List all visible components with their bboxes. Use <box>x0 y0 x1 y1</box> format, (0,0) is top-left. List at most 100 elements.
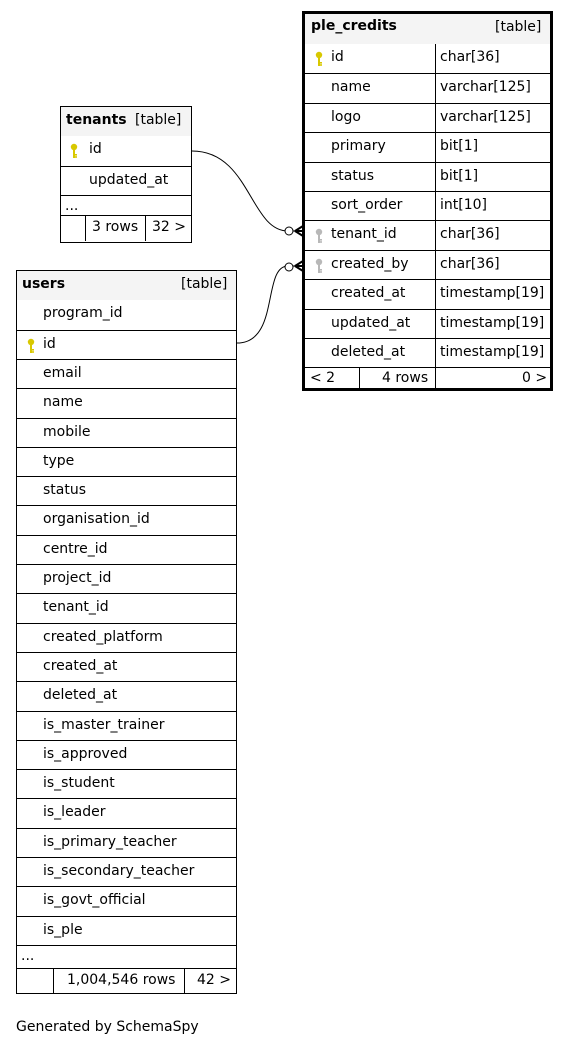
column-name: tenant_id <box>43 599 109 616</box>
column-row[interactable]: id <box>17 329 236 359</box>
column-type: char[36] <box>440 255 500 272</box>
column-row[interactable]: is_leader <box>17 798 236 827</box>
column-name: id <box>89 141 102 158</box>
column-name: deleted_at <box>331 343 406 360</box>
column-row[interactable]: created_by char[36] <box>305 249 550 280</box>
column-name: created_at <box>331 285 406 302</box>
column-name: updated_at <box>89 171 169 188</box>
column-type: char[36] <box>440 49 500 65</box>
children-count[interactable]: 32 > <box>152 219 186 236</box>
column-row[interactable]: created_platform <box>17 622 236 652</box>
column-row[interactable]: updated_at <box>61 165 191 195</box>
column-type: int[10] <box>440 196 487 213</box>
foreign-key-icon <box>314 258 324 274</box>
column-row[interactable]: status <box>17 476 236 505</box>
users-to-ple-credits-edge <box>236 265 304 344</box>
tenants-to-ple-credits-edge <box>191 150 304 232</box>
column-name: is_ple <box>43 921 83 938</box>
column-row[interactable]: program_id <box>17 300 236 329</box>
column-type: varchar[125] <box>440 79 531 96</box>
column-row[interactable]: name <box>17 388 236 417</box>
column-name: is_secondary_teacher <box>43 863 195 880</box>
column-name: is_approved <box>43 745 128 762</box>
row-count: 4 rows <box>382 370 429 387</box>
column-row[interactable]: email <box>17 358 236 388</box>
primary-key-icon <box>69 143 79 159</box>
column-name: project_id <box>43 570 112 587</box>
column-name: created_by <box>331 255 409 272</box>
column-type: timestamp[19] <box>440 285 545 302</box>
table-header: users [table] <box>17 271 236 301</box>
ellipsis: ... <box>65 198 79 215</box>
column-name: is_student <box>43 775 115 792</box>
column-row[interactable]: is_approved <box>17 739 236 769</box>
column-row[interactable]: is_ple <box>17 915 236 945</box>
table-type: [table] <box>135 112 182 128</box>
column-row[interactable]: id <box>61 136 191 165</box>
column-row[interactable]: created_at <box>17 651 236 681</box>
row-count: 3 rows <box>92 219 139 236</box>
column-row[interactable]: is_primary_teacher <box>17 827 236 857</box>
column-name: is_govt_official <box>43 892 146 909</box>
generated-by-text: Generated by SchemaSpy <box>16 1019 199 1035</box>
column-name: program_id <box>43 305 123 322</box>
column-type: varchar[125] <box>440 108 531 125</box>
column-row[interactable]: is_student <box>17 769 236 798</box>
column-row[interactable]: centre_id <box>17 534 236 564</box>
column-name: primary <box>331 138 386 155</box>
column-name: email <box>43 364 82 381</box>
table-header: tenants [table] <box>61 107 191 137</box>
column-name: logo <box>331 108 361 125</box>
table-footer: < 2 4 rows 0 > <box>305 367 550 392</box>
column-name: id <box>43 335 56 352</box>
column-name: is_master_trainer <box>43 716 165 733</box>
column-row[interactable]: logo varchar[125] <box>305 102 550 133</box>
table-header: ple_credits [table] <box>305 14 550 44</box>
column-name: name <box>43 394 83 411</box>
column-name: deleted_at <box>43 687 118 704</box>
table-name: users <box>22 276 66 292</box>
column-name: status <box>331 167 375 184</box>
column-row[interactable]: deleted_at <box>17 681 236 710</box>
column-row[interactable]: is_master_trainer <box>17 710 236 740</box>
column-row[interactable]: organisation_id <box>17 505 236 534</box>
children-count[interactable]: 42 > <box>197 971 231 988</box>
ellipsis: ... <box>21 947 35 964</box>
table-name: tenants <box>66 112 127 128</box>
ellipsis-row: ... <box>61 195 191 215</box>
column-name: organisation_id <box>43 511 150 528</box>
column-name: updated_at <box>331 314 411 331</box>
column-row[interactable]: created_at timestamp[19] <box>305 279 550 309</box>
column-row[interactable]: is_secondary_teacher <box>17 857 236 886</box>
column-row[interactable]: project_id <box>17 564 236 593</box>
zero-or-more-marker <box>284 226 294 236</box>
column-row[interactable]: id char[36] <box>305 44 550 74</box>
parents-count[interactable]: < 2 <box>310 370 336 387</box>
column-row[interactable]: mobile <box>17 417 236 447</box>
table-footer: 3 rows 32 > <box>61 215 191 242</box>
primary-key-icon <box>314 51 324 67</box>
column-name: tenant_id <box>331 226 397 243</box>
column-name: type <box>43 452 75 469</box>
zero-or-more-marker <box>284 262 294 272</box>
column-name: is_primary_teacher <box>43 833 177 850</box>
column-name: is_leader <box>43 804 106 821</box>
children-count[interactable]: 0 > <box>522 370 548 387</box>
column-row[interactable]: tenant_id <box>17 593 236 622</box>
column-row[interactable]: type <box>17 446 236 476</box>
column-name: created_at <box>43 657 118 674</box>
column-name: id <box>331 49 344 65</box>
table-name: ple_credits <box>311 18 397 34</box>
column-row[interactable]: is_govt_official <box>17 886 236 915</box>
tenants-table[interactable]: tenants [table] id updated_at ... 3 rows … <box>60 106 192 243</box>
